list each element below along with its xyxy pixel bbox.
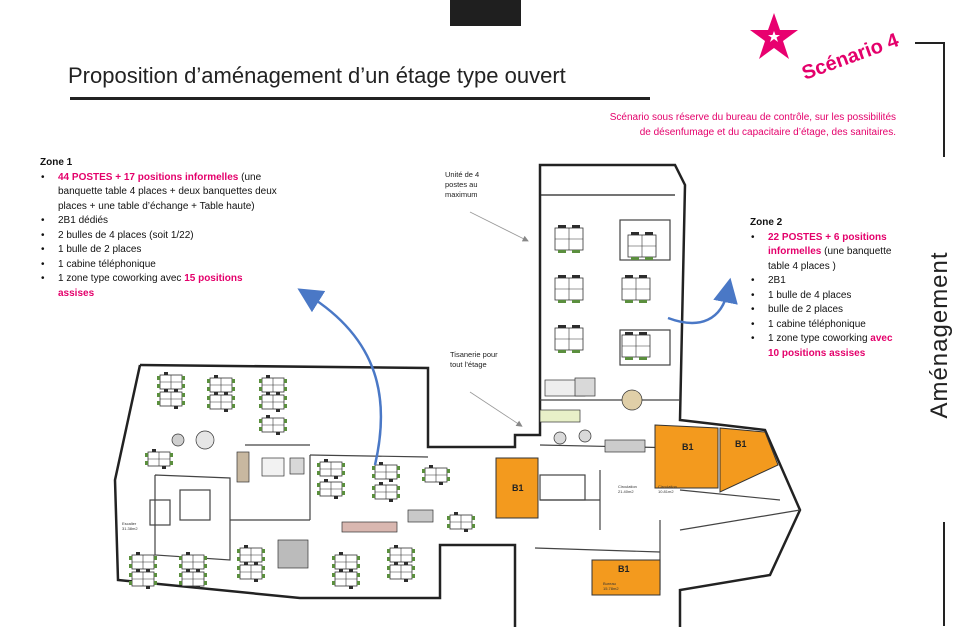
zone2-item-bulle2: bulle de 2 places [750,303,900,318]
zone2-item-cabine: 1 cabine téléphonique [750,318,900,333]
page-title: Proposition d’aménagement d’un étage typ… [68,63,566,88]
svg-text:Escalier: Escalier [122,521,137,526]
svg-text:Bureau: Bureau [603,581,616,586]
zone1-item-bulles4: 2 bulles de 4 places (soit 1/22) [40,229,280,244]
callout-unite: Unité de 4 postes au maximum [445,170,480,199]
zone2-description: Zone 2 22 POSTES + 6 positions informell… [750,216,900,361]
zone2-item-bulle4: 1 bulle de 4 places [750,289,900,304]
svg-text:Circulation: Circulation [658,484,677,489]
side-frame [915,42,945,626]
b1-label-1: B1 [512,483,524,493]
star-icon [750,13,798,59]
svg-text:10.81m2: 10.81m2 [658,489,674,494]
zone1-description: Zone 1 44 POSTES + 17 positions informel… [40,156,280,301]
zone1-title: Zone 1 [40,157,73,168]
callout-tisanerie: Tisanerie pour tout l’étage [450,350,498,369]
zone2-item-coworking: 1 zone type coworking avec 10 positions … [750,332,900,361]
zone1-item-cabine: 1 cabine téléphonique [40,258,280,273]
svg-text:21.40m2: 21.40m2 [618,489,634,494]
svg-text:Circulation: Circulation [618,484,637,489]
zone2-item-postes: 22 POSTES + 6 positions informelles (une… [750,231,900,275]
zone2-title: Zone 2 [750,217,783,228]
svg-text:15.78m2: 15.78m2 [603,586,619,591]
b1-label-2: B1 [682,442,694,452]
zone1-item-coworking: 1 zone type coworking avec 15 positions … [40,272,280,301]
zone1-item-b1: 2B1 dédiés [40,214,280,229]
disclaimer-note: Scénario sous réserve du bureau de contr… [609,112,896,138]
b1-label-3: B1 [735,439,747,449]
b1-label-4: B1 [618,564,630,574]
title-underline [70,97,650,100]
zone1-item-bulle2: 1 bulle de 2 places [40,243,280,258]
top-tab-bar [450,0,521,26]
zone2-item-b1: 2B1 [750,274,900,289]
svg-text:31.38m2: 31.38m2 [122,526,138,531]
zone1-item-postes: 44 POSTES + 17 positions informelles (un… [40,171,280,215]
